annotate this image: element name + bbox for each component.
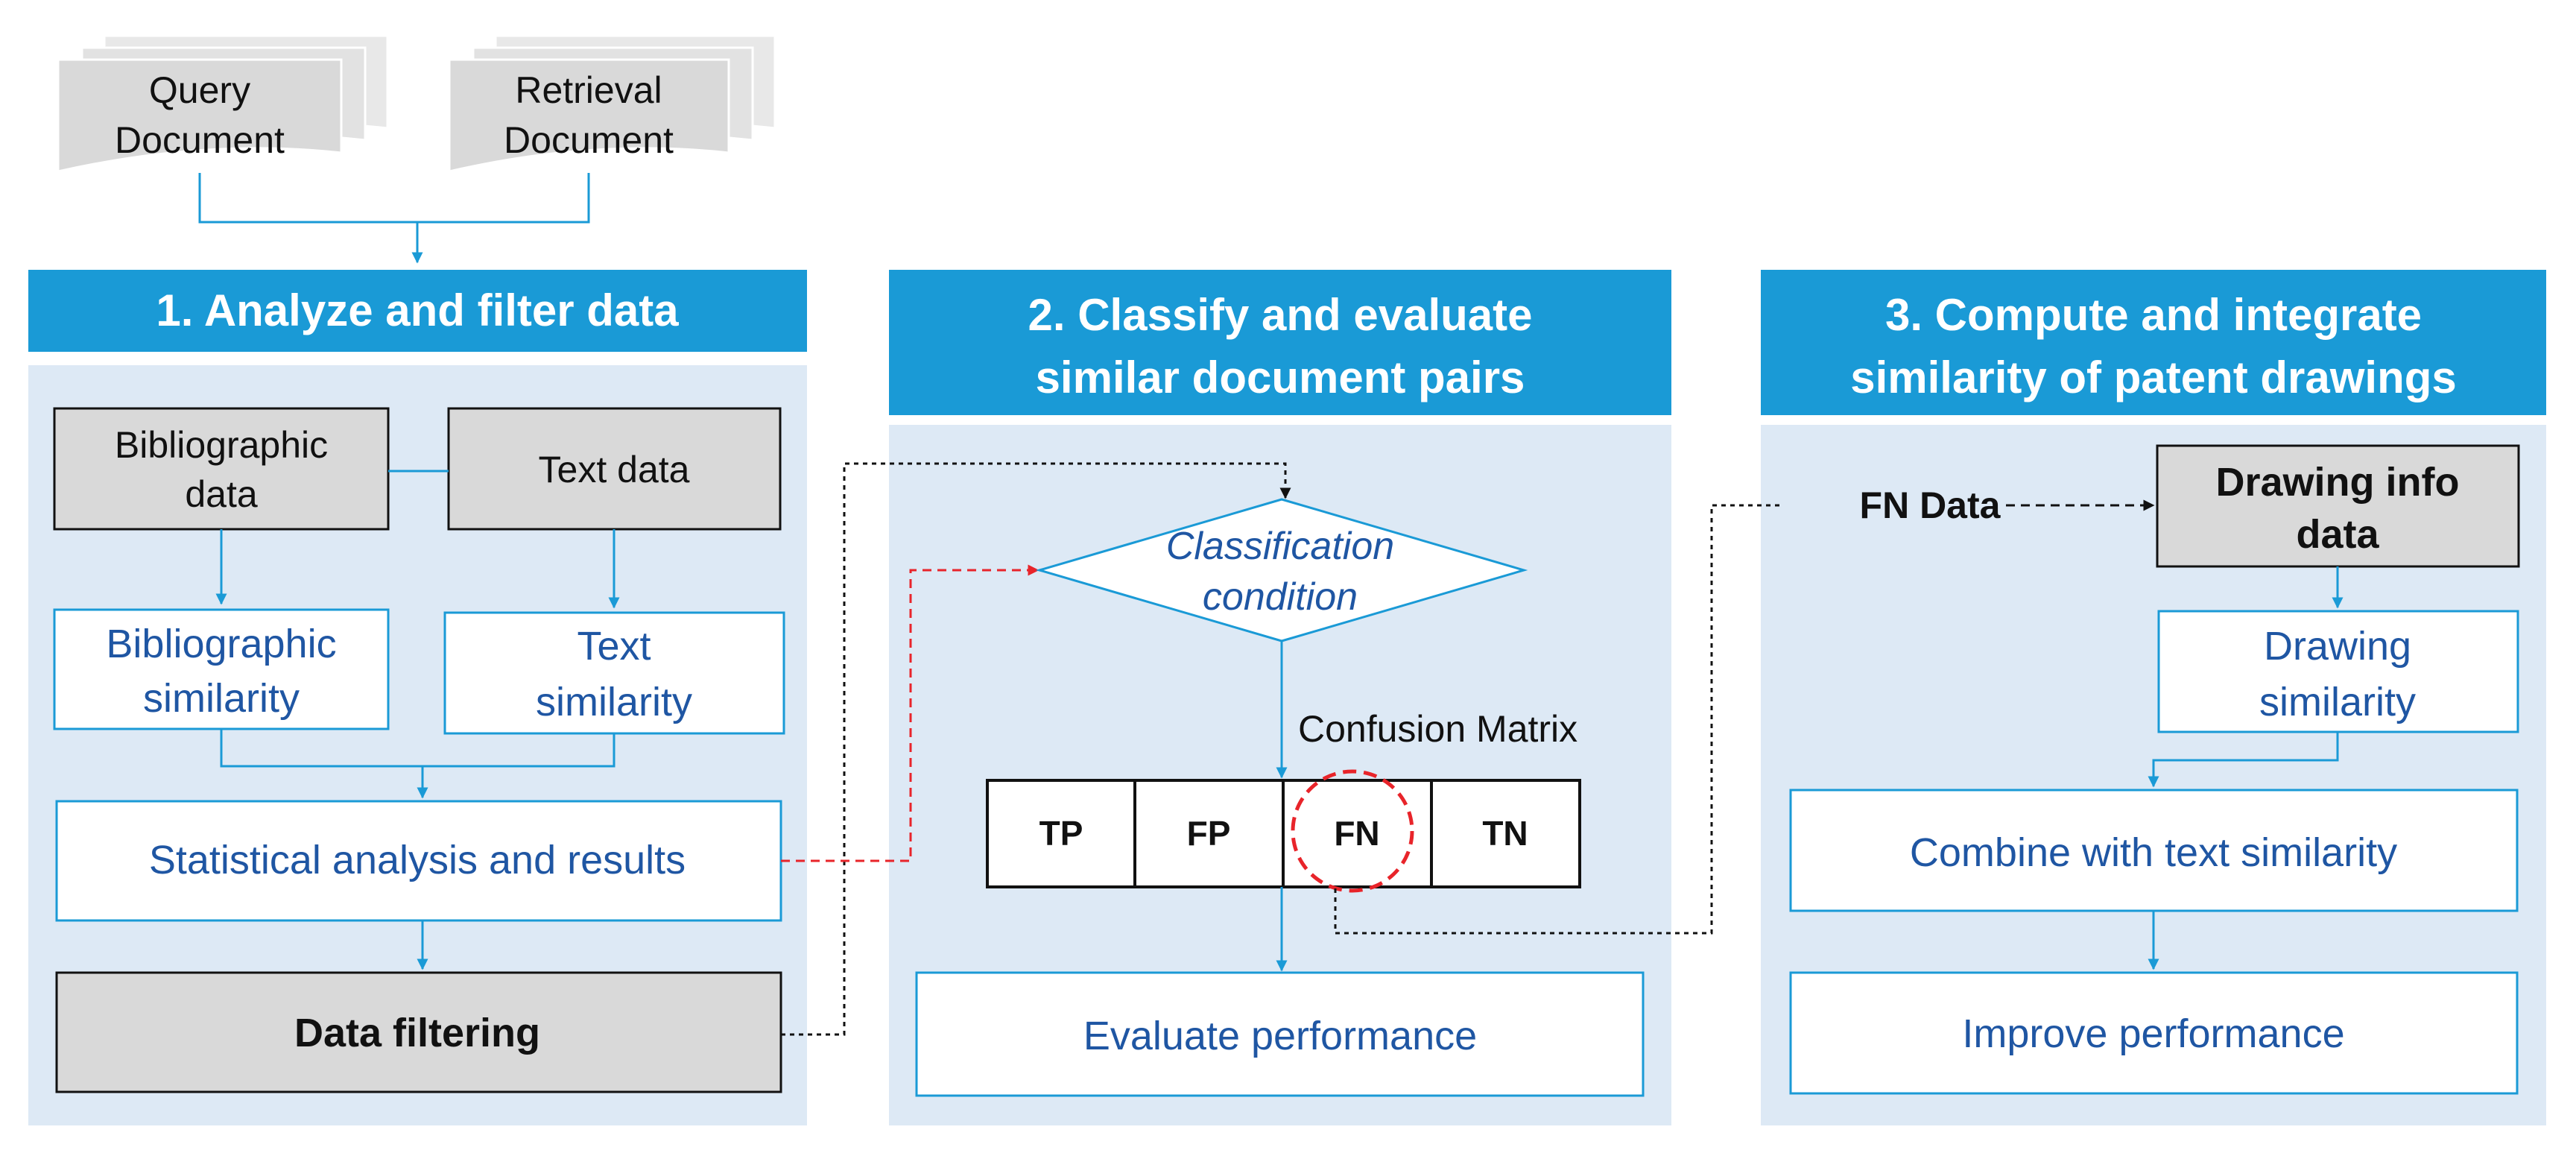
svg-text:similarity: similarity <box>143 676 300 721</box>
cm-cell-tp: TP <box>1039 814 1083 853</box>
svg-text:Text data: Text data <box>539 449 690 490</box>
improve-performance-box: Improve performance <box>1789 971 2519 1095</box>
fn-highlight-circle <box>1291 769 1414 893</box>
svg-text:Query: Query <box>149 69 250 111</box>
combine-text-similarity-box: Combine with text similarity <box>1789 789 2519 912</box>
fn-to-fn-data-connector <box>1334 504 1782 935</box>
stage3-header: 3. Compute and integrate similarity of p… <box>1761 270 2546 415</box>
text-similarity-box: Text similarity <box>443 611 785 735</box>
analysis-to-classification-connector <box>781 564 1039 862</box>
svg-text:2. Classify and evaluate: 2. Classify and evaluate <box>1028 290 1533 340</box>
bibliographic-similarity-box: Bibliographic similarity <box>53 608 390 730</box>
svg-text:Drawing: Drawing <box>2264 624 2411 669</box>
svg-text:1. Analyze and filter data: 1. Analyze and filter data <box>156 285 679 335</box>
svg-text:Document: Document <box>504 119 674 161</box>
cm-cell-fn: FN <box>1334 814 1379 853</box>
svg-text:condition: condition <box>1203 575 1358 619</box>
svg-text:3. Compute and integrate: 3. Compute and integrate <box>1885 290 2422 340</box>
svg-text:similarity: similarity <box>2259 680 2416 724</box>
svg-text:data: data <box>185 473 258 515</box>
query-document: Query Document <box>57 34 389 173</box>
confusion-matrix-title: Confusion Matrix <box>1298 708 1577 750</box>
text-data-box: Text data <box>447 407 782 531</box>
cm-cell-fp: FP <box>1187 814 1231 853</box>
classification-condition-diamond: Classification condition <box>1035 498 1528 642</box>
evaluate-performance-box: Evaluate performance <box>915 971 1645 1097</box>
svg-text:Bibliographic: Bibliographic <box>106 622 336 666</box>
svg-text:similar document pairs: similar document pairs <box>1036 353 1525 402</box>
confusion-matrix: TP FP FN TN <box>986 779 1581 888</box>
svg-text:Improve performance: Improve performance <box>1962 1011 2344 1056</box>
drawing-similarity-to-combine-connector <box>2148 732 2339 788</box>
cm-cell-tn: TN <box>1482 814 1528 853</box>
svg-text:Text: Text <box>577 624 651 669</box>
drawing-info-data-box: Drawing info data <box>2156 444 2520 568</box>
svg-text:similarity: similarity <box>536 680 692 724</box>
statistical-analysis-box: Statistical analysis and results <box>55 800 782 922</box>
stage1-header: 1. Analyze and filter data <box>28 270 807 352</box>
svg-text:similarity of patent drawings: similarity of patent drawings <box>1850 353 2457 402</box>
svg-text:Retrieval: Retrieval <box>515 69 662 111</box>
svg-text:Bibliographic: Bibliographic <box>115 424 328 466</box>
svg-text:Document: Document <box>115 119 285 161</box>
similarities-merge-connector <box>220 729 615 797</box>
svg-text:Statistical analysis and resul: Statistical analysis and results <box>149 838 686 882</box>
retrieval-document: Retrieval Document <box>448 34 776 173</box>
svg-text:Classification: Classification <box>1166 525 1394 568</box>
data-filtering-box: Data filtering <box>55 971 782 1093</box>
fn-data-label: FN Data <box>1860 484 2001 526</box>
svg-text:data: data <box>2296 512 2379 557</box>
svg-text:Data filtering: Data filtering <box>294 1011 540 1055</box>
drawing-similarity-box: Drawing similarity <box>2157 610 2519 733</box>
svg-text:Evaluate performance: Evaluate performance <box>1083 1014 1477 1058</box>
documents-merge-connector <box>198 173 590 262</box>
svg-text:Combine with text similarity: Combine with text similarity <box>1910 830 2397 875</box>
bibliographic-data-box: Bibliographic data <box>53 407 390 531</box>
svg-text:Drawing info: Drawing info <box>2216 460 2460 505</box>
stage2-header: 2. Classify and evaluate similar documen… <box>889 270 1671 415</box>
